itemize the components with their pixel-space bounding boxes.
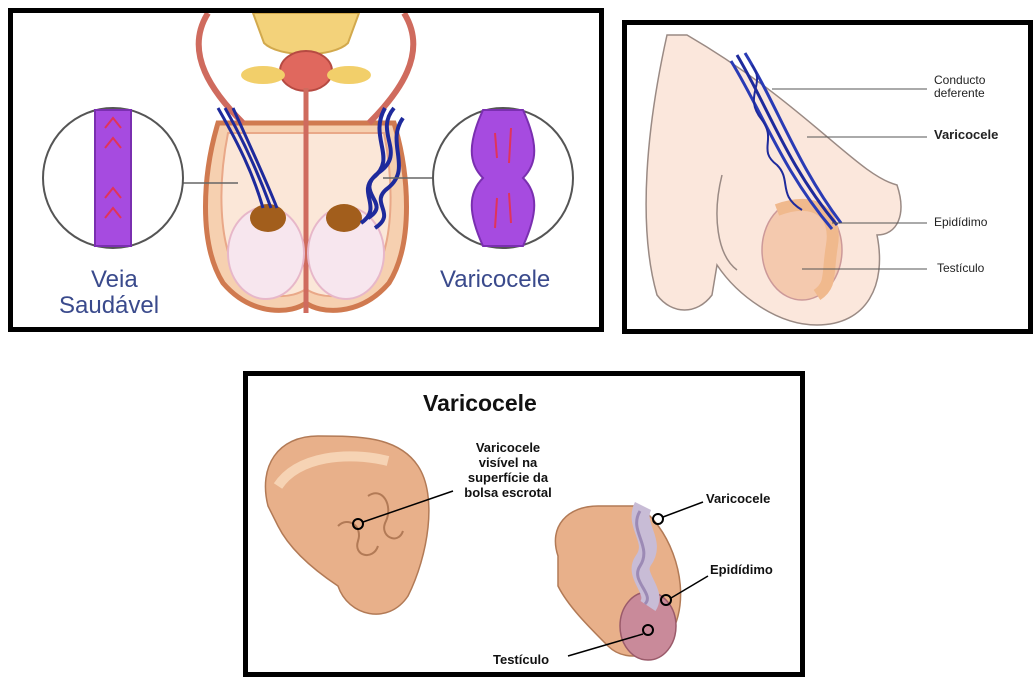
- epididimo-label: Epidídimo: [934, 216, 987, 229]
- healthy-vein-label-line1: Veia: [91, 267, 138, 293]
- conducto-label-line2: deferente: [934, 87, 985, 100]
- testiculo-label: Testículo: [493, 652, 549, 667]
- surface-view-illustration: [248, 376, 800, 672]
- visible-label-line2: visível na: [448, 455, 568, 470]
- epididimo-label: Epidídimo: [710, 562, 773, 577]
- visible-label-line1: Varicocele: [448, 440, 568, 455]
- panel-title: Varicocele: [423, 390, 537, 417]
- varicocele-side-view-panel: Conducto deferente Varicocele Epidídimo …: [622, 20, 1033, 334]
- side-view-illustration: [627, 25, 1028, 329]
- varicocele-label: Varicocele: [934, 128, 998, 141]
- varicocele-label: Varicocele: [706, 491, 770, 506]
- varicocele-label: Varicocele: [440, 267, 550, 293]
- testiculo-label: Testículo: [937, 262, 984, 275]
- varicocele-surface-panel: Varicocele Varicocele visível na superfí…: [243, 371, 805, 677]
- healthy-vein-label-line2: Saudável: [59, 293, 159, 319]
- visible-label-line3: superfície da: [448, 470, 568, 485]
- healthy-vs-varicocele-panel: Veia Saudável Varicocele: [8, 8, 604, 332]
- visible-label-line4: bolsa escrotal: [448, 485, 568, 500]
